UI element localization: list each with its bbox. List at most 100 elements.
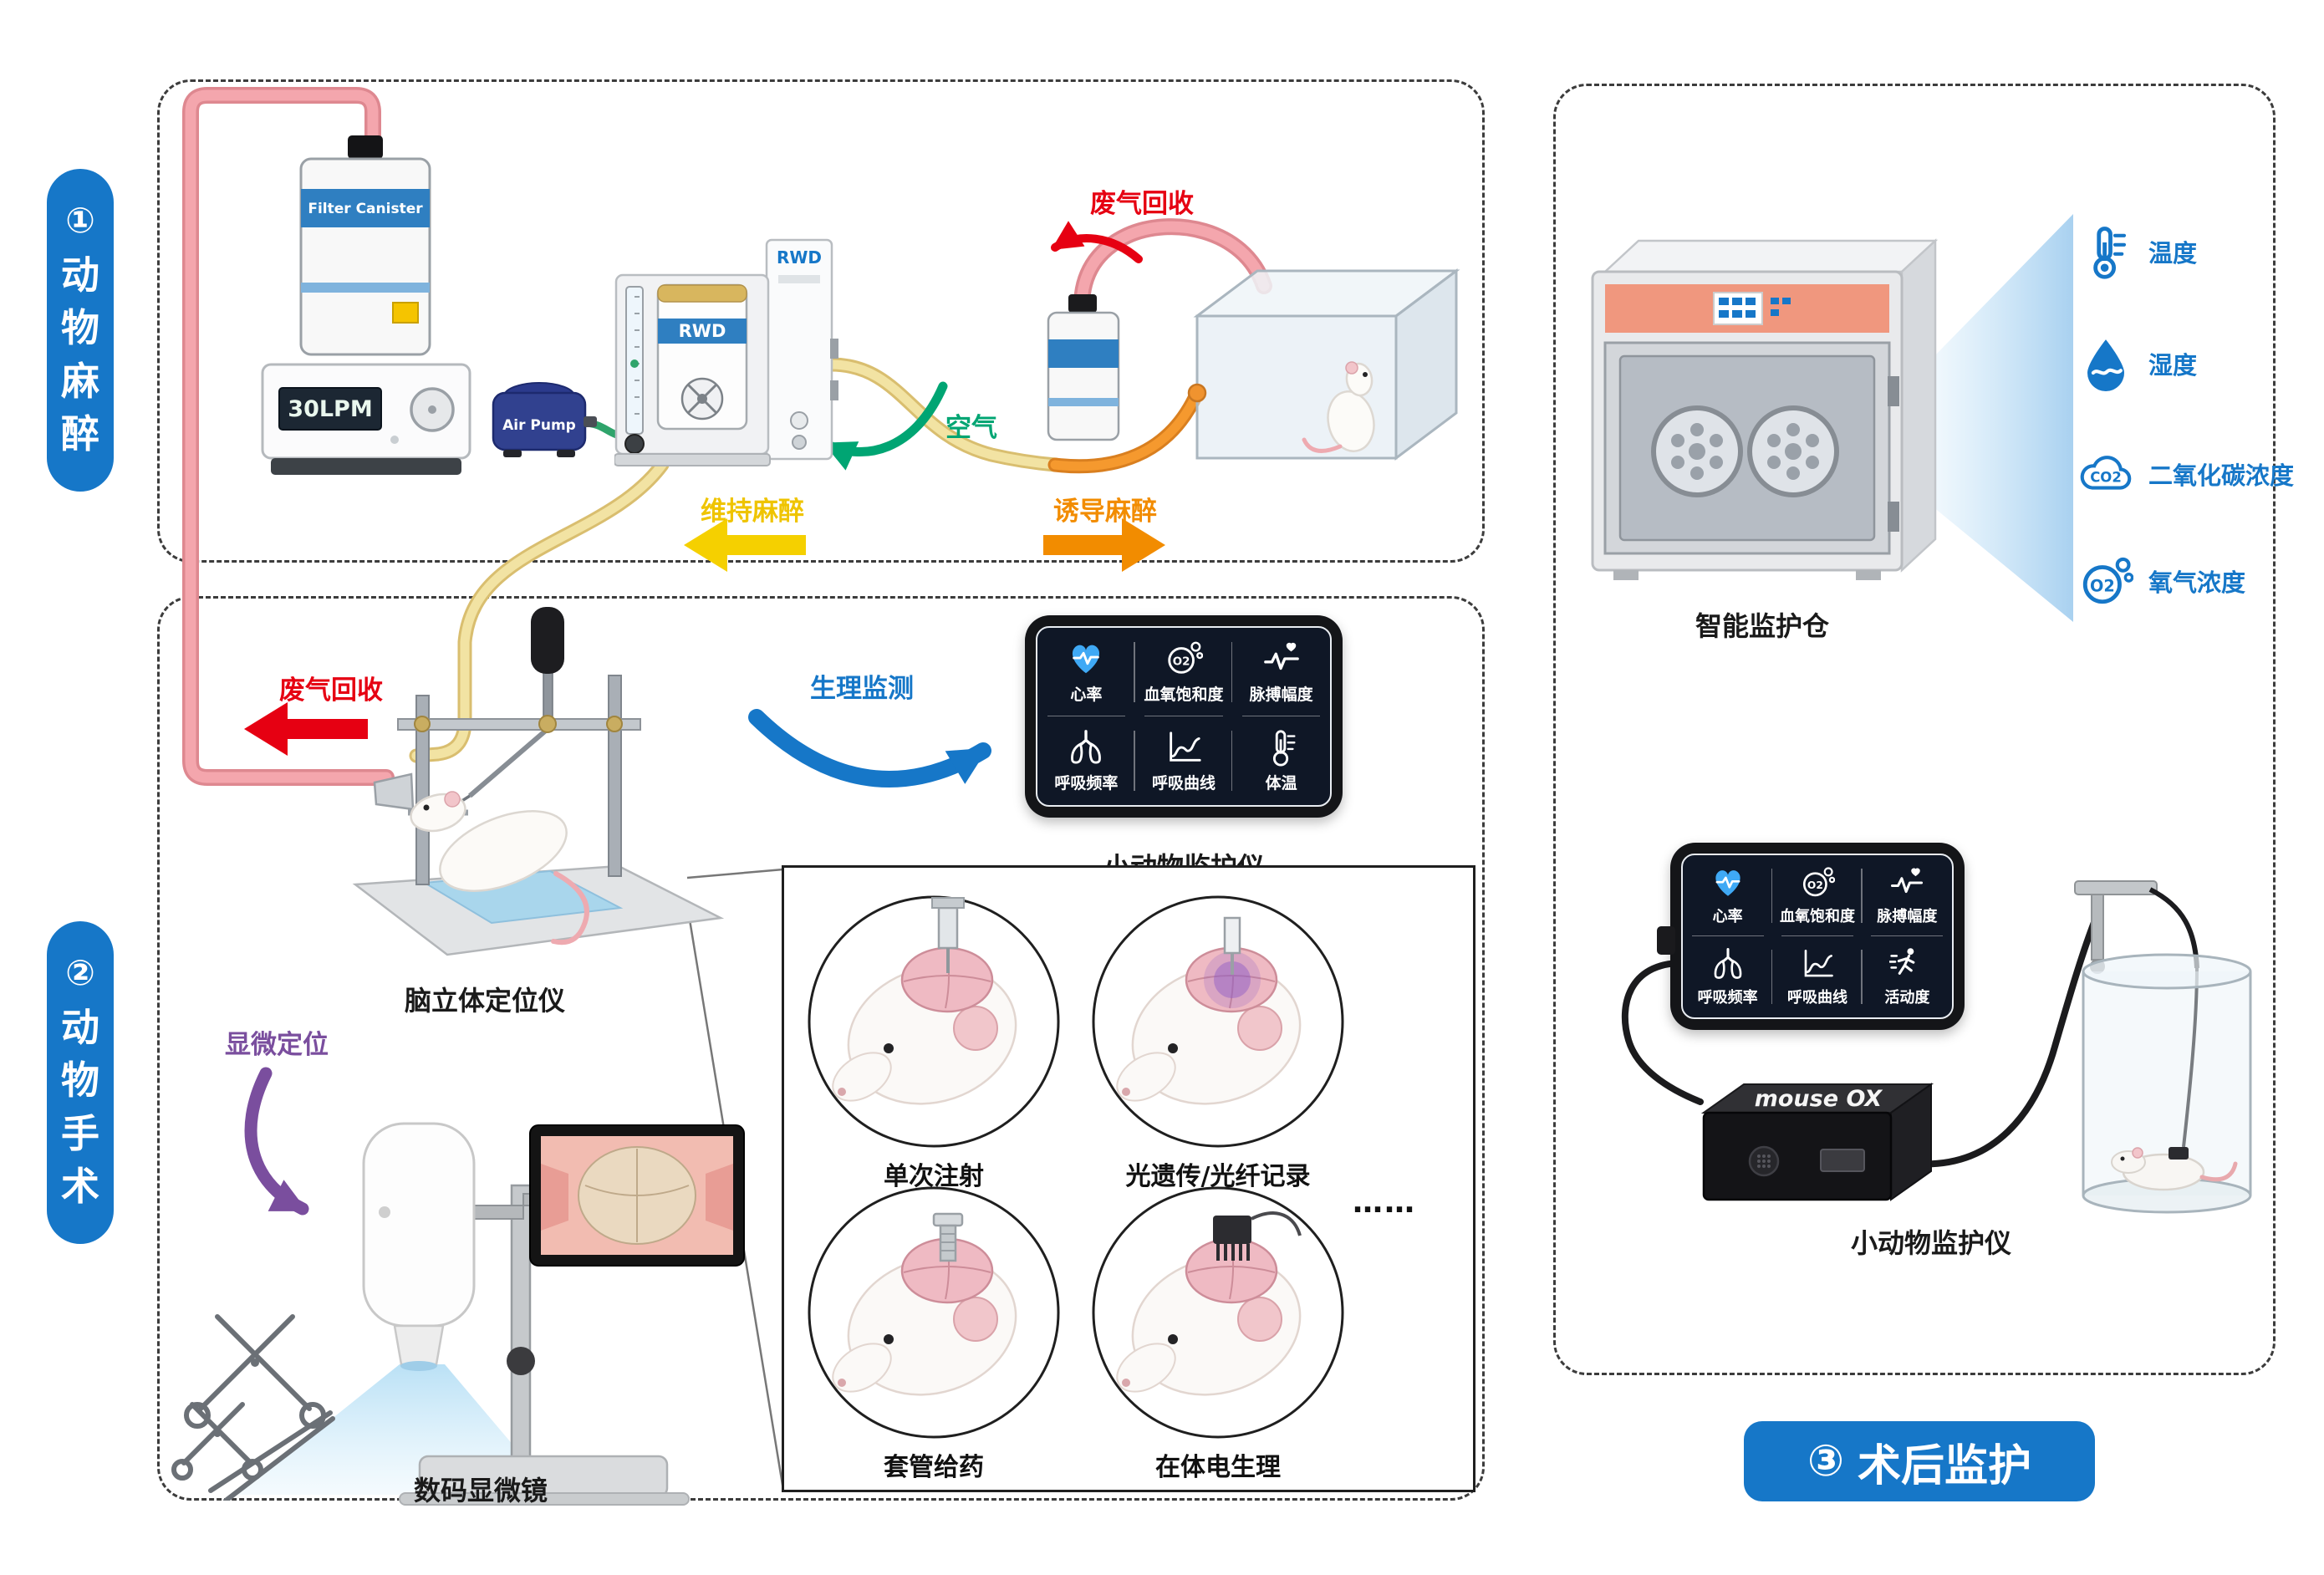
pump-outlet	[584, 416, 597, 427]
activity-icon	[1889, 946, 1924, 981]
monitor1-respiration-curve: 呼吸曲线	[1135, 716, 1233, 805]
chamber-metric-temperature: 温度	[2078, 224, 2197, 279]
procedure-label-injection: 单次注射	[884, 1162, 984, 1191]
mouse-ox-device: mouse OX	[1700, 1083, 1934, 1201]
metric-label: 湿度	[2148, 351, 2198, 380]
smart-recovery-chamber	[1591, 238, 1939, 580]
chamber-port-right	[1747, 405, 1839, 497]
anesthesia-section-border	[157, 79, 1485, 563]
procedure-single-injection	[808, 895, 1060, 1148]
stereotaxic-caption: 脑立体定位仪	[404, 985, 565, 1017]
manipulator-handle[interactable]	[531, 607, 564, 674]
monitor1-respiratory-rate: 呼吸频率	[1037, 716, 1135, 805]
filter-canister-large: Filter Canister	[299, 135, 431, 356]
humidity-icon	[2078, 336, 2133, 391]
monitor1-body-temperature: 体温	[1232, 716, 1330, 805]
postop-section-border	[1553, 84, 2276, 1375]
metric-label: 呼吸曲线	[1151, 774, 1216, 793]
procedure-cannula-drug-delivery	[808, 1186, 1060, 1439]
warning-sticker	[392, 302, 419, 324]
procedure-label-optogenetics: 光遗传/光纤记录	[1125, 1162, 1311, 1191]
o2-icon	[2078, 553, 2133, 609]
air-pump-label: Air Pump	[502, 417, 576, 434]
filter-canister-small	[1047, 294, 1120, 441]
induction-chamber	[1187, 268, 1460, 461]
monitor1-heart-rate: 心率	[1037, 628, 1135, 716]
metric-label: 氧气浓度	[2148, 568, 2246, 597]
monitor1-spo2: 血氧饱和度	[1135, 628, 1233, 716]
metric-label: 血氧饱和度	[1144, 686, 1224, 704]
anesthesia-section-number: ①	[65, 199, 95, 241]
physio-monitoring-label: 生理监测	[810, 674, 914, 704]
stereotaxic-frame	[352, 607, 725, 956]
chamber-metric-humidity: 湿度	[2078, 336, 2197, 391]
chamber-metric-co2: 二氧化碳浓度	[2078, 446, 2294, 502]
body-temperature-icon	[1262, 728, 1301, 767]
metric-label: 二氧化碳浓度	[2148, 461, 2295, 490]
microscope-head	[362, 1122, 476, 1328]
co2-icon	[2078, 446, 2133, 502]
mouse-in-cylinder	[2111, 1147, 2238, 1191]
procedure-label-cannula: 套管给药	[884, 1453, 984, 1482]
focus-knob[interactable]	[507, 1347, 535, 1375]
postop-section-number: ③	[1807, 1436, 1844, 1486]
chamber-port-left	[1651, 405, 1743, 497]
monitor2-caption: 小动物监护仪	[1850, 1227, 2011, 1259]
heart-rate-icon	[1710, 865, 1746, 900]
chamber-metric-o2: 氧气浓度	[2078, 553, 2245, 609]
postop-section-label: ③ 术后监护	[1744, 1421, 2095, 1501]
chamber-caption: 智能监护仓	[1695, 610, 1829, 642]
monitor2-spo2: 血氧饱和度	[1772, 855, 1863, 936]
respiratory-rate-icon	[1067, 728, 1105, 767]
cannula-icon	[932, 1212, 964, 1262]
microscope-caption: 数码显微镜	[413, 1475, 548, 1506]
electrode-array-icon	[1213, 1211, 1302, 1261]
machine-brand-logo: RWD	[777, 247, 822, 268]
maintain-anesthesia-label: 维持麻醉	[701, 497, 804, 527]
chamber-gas-inlet	[1187, 383, 1207, 403]
metric-label: 呼吸曲线	[1786, 989, 1847, 1007]
temperature-icon	[2078, 224, 2133, 279]
micro-positioning-label: 显微定位	[225, 1030, 329, 1060]
animal-monitor-tablet-2: 心率 血氧饱和度 脉搏幅度 呼吸频率 呼吸曲线 活动度	[1657, 843, 1965, 1030]
scale-display	[278, 387, 382, 431]
optic-fiber-icon	[1204, 916, 1261, 1008]
metric-label: 脉搏幅度	[1877, 908, 1938, 925]
monitor2-activity: 活动度	[1863, 936, 1952, 1017]
scale-display-value: 30LPM	[288, 396, 372, 422]
pulse-amplitude-icon	[1262, 640, 1301, 678]
metric-label: 呼吸频率	[1054, 774, 1119, 793]
spo2-icon	[1165, 640, 1203, 678]
metric-label: 呼吸频率	[1697, 989, 1758, 1007]
metric-label: 心率	[1070, 686, 1103, 704]
metric-label: 温度	[2148, 239, 2198, 268]
anesthesia-section-label: ① 动物麻醉	[47, 169, 114, 492]
animal-monitor-tablet-1: 心率 血氧饱和度 脉搏幅度 呼吸频率 呼吸曲线 体温	[1025, 615, 1343, 818]
respiration-curve-icon	[1800, 946, 1835, 981]
device-port	[1820, 1149, 1865, 1172]
vaporizer-brand-label: RWD	[679, 321, 726, 341]
mouse-on-frame	[410, 791, 589, 946]
anesthesia-mask	[373, 772, 415, 811]
monitor-screen: 心率 血氧饱和度 脉搏幅度 呼吸频率 呼吸曲线 活动度	[1681, 854, 1954, 1019]
procedures-ellipsis: ……	[1353, 1185, 1416, 1220]
anesthesia-machine: RWD RWD	[614, 238, 838, 466]
chamber-display[interactable]	[1713, 292, 1763, 325]
mouse-in-chamber	[1302, 361, 1375, 453]
flow-knob[interactable]	[624, 434, 645, 454]
monitor-screen: 心率 血氧饱和度 脉搏幅度 呼吸频率 呼吸曲线 体温	[1036, 626, 1332, 807]
surgical-tools	[171, 1314, 335, 1501]
monitor2-heart-rate: 心率	[1683, 855, 1773, 936]
tablet-connector	[1657, 926, 1675, 955]
surgery-section-label: ② 动物手术	[47, 921, 114, 1244]
observation-cylinder	[2074, 880, 2252, 1214]
heart-rate-icon	[1067, 640, 1105, 678]
monitor1-pulse-amplitude: 脉搏幅度	[1232, 628, 1330, 716]
microscope-lens	[400, 1361, 437, 1371]
anesthesia-section-title: 动物麻醉	[61, 252, 99, 456]
metric-label: 血氧饱和度	[1779, 908, 1855, 925]
spo2-icon	[1800, 865, 1835, 900]
metric-label: 脉搏幅度	[1249, 686, 1313, 704]
procedure-in-vivo-electrophysiology	[1092, 1186, 1344, 1439]
